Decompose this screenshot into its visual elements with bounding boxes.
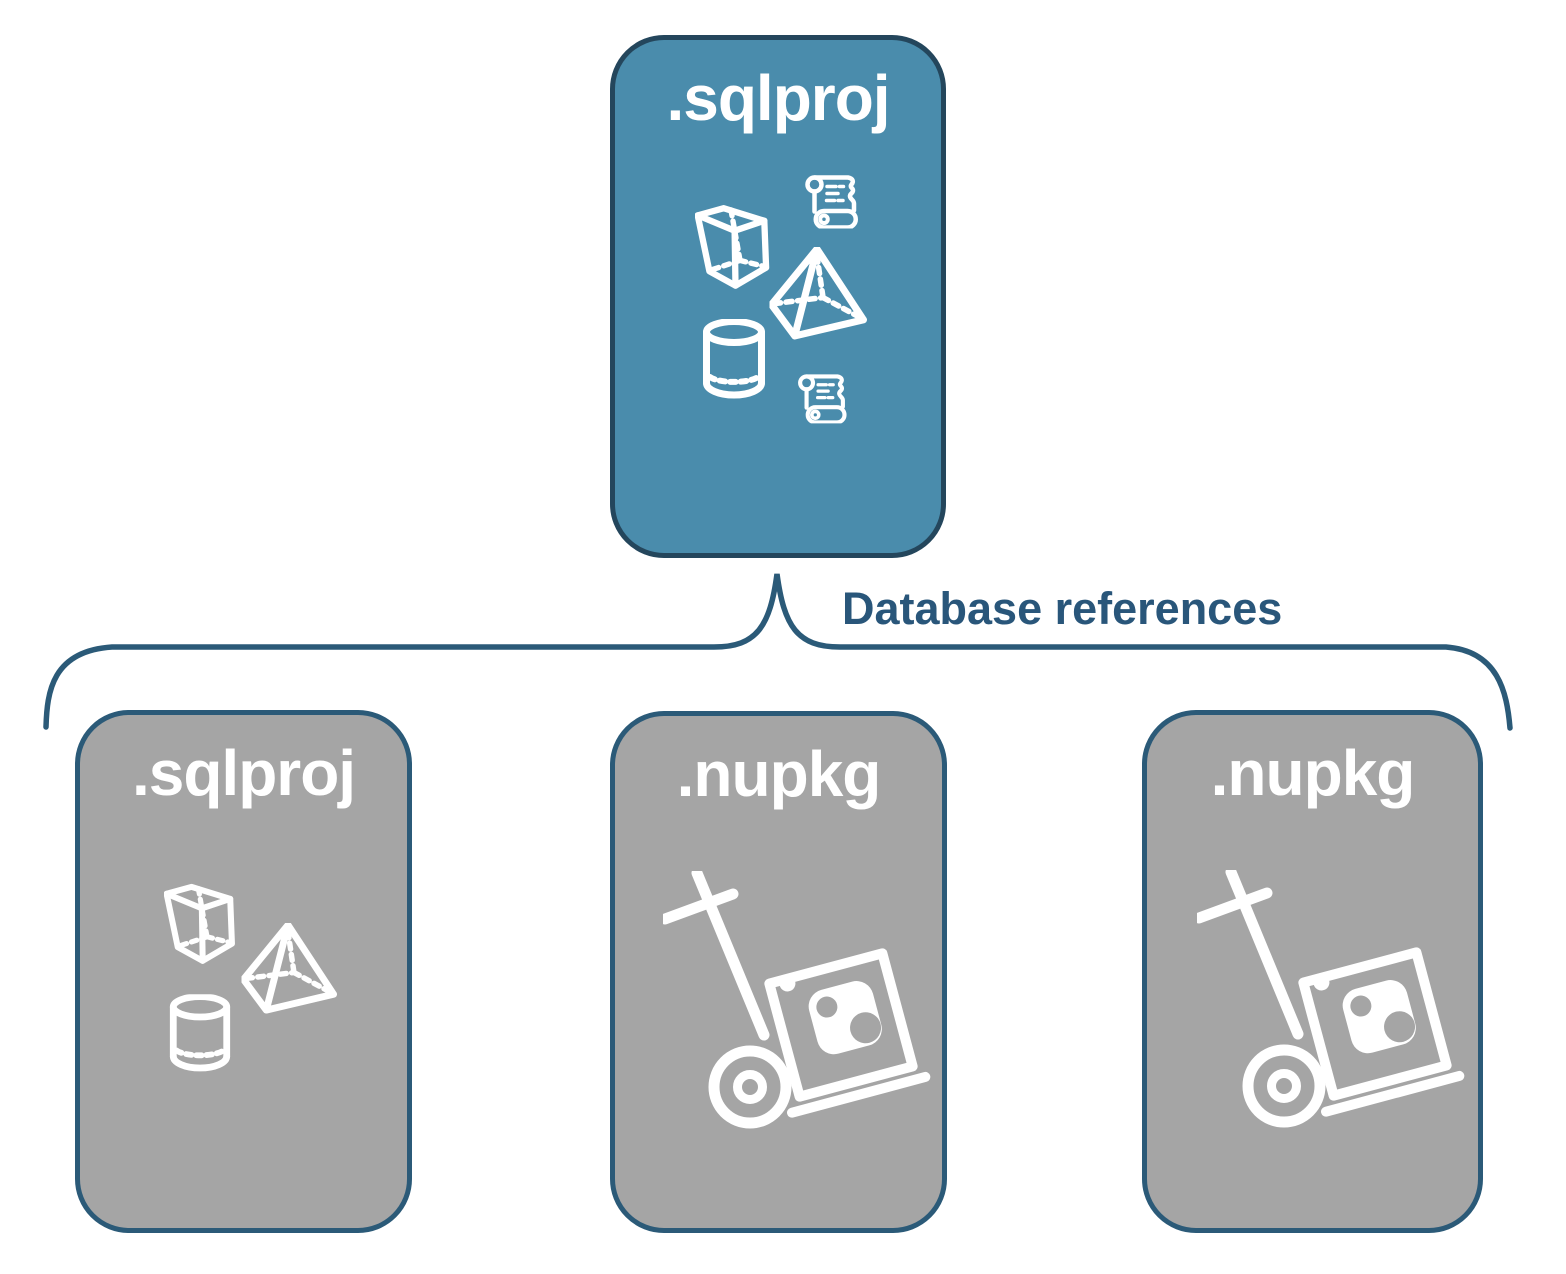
cylinder-icon [166, 994, 234, 1076]
nupkg-reference-box-1: .nupkg [610, 711, 947, 1233]
scroll-icon [796, 373, 853, 424]
nupkg-reference-box-2: .nupkg [1142, 710, 1483, 1233]
nupkg-box-title: .nupkg [1210, 737, 1416, 809]
nupkg-box-title: .nupkg [676, 738, 882, 810]
cube-icon [164, 879, 250, 967]
pyramid-icon [240, 923, 342, 1017]
connector-label: Database references [842, 583, 1283, 634]
top-box-title: .sqlproj [666, 62, 890, 134]
handtruck-package-icon [663, 871, 940, 1143]
sqlproj-top-box: .sqlproj [610, 35, 946, 558]
cylinder-icon [699, 319, 769, 403]
scroll-icon [803, 174, 865, 229]
handtruck-package-icon [1197, 870, 1474, 1142]
pyramid-icon [769, 247, 871, 343]
sqlproj-box-title: .sqlproj [131, 737, 356, 809]
sqlproj-reference-box: .sqlproj [75, 710, 412, 1233]
